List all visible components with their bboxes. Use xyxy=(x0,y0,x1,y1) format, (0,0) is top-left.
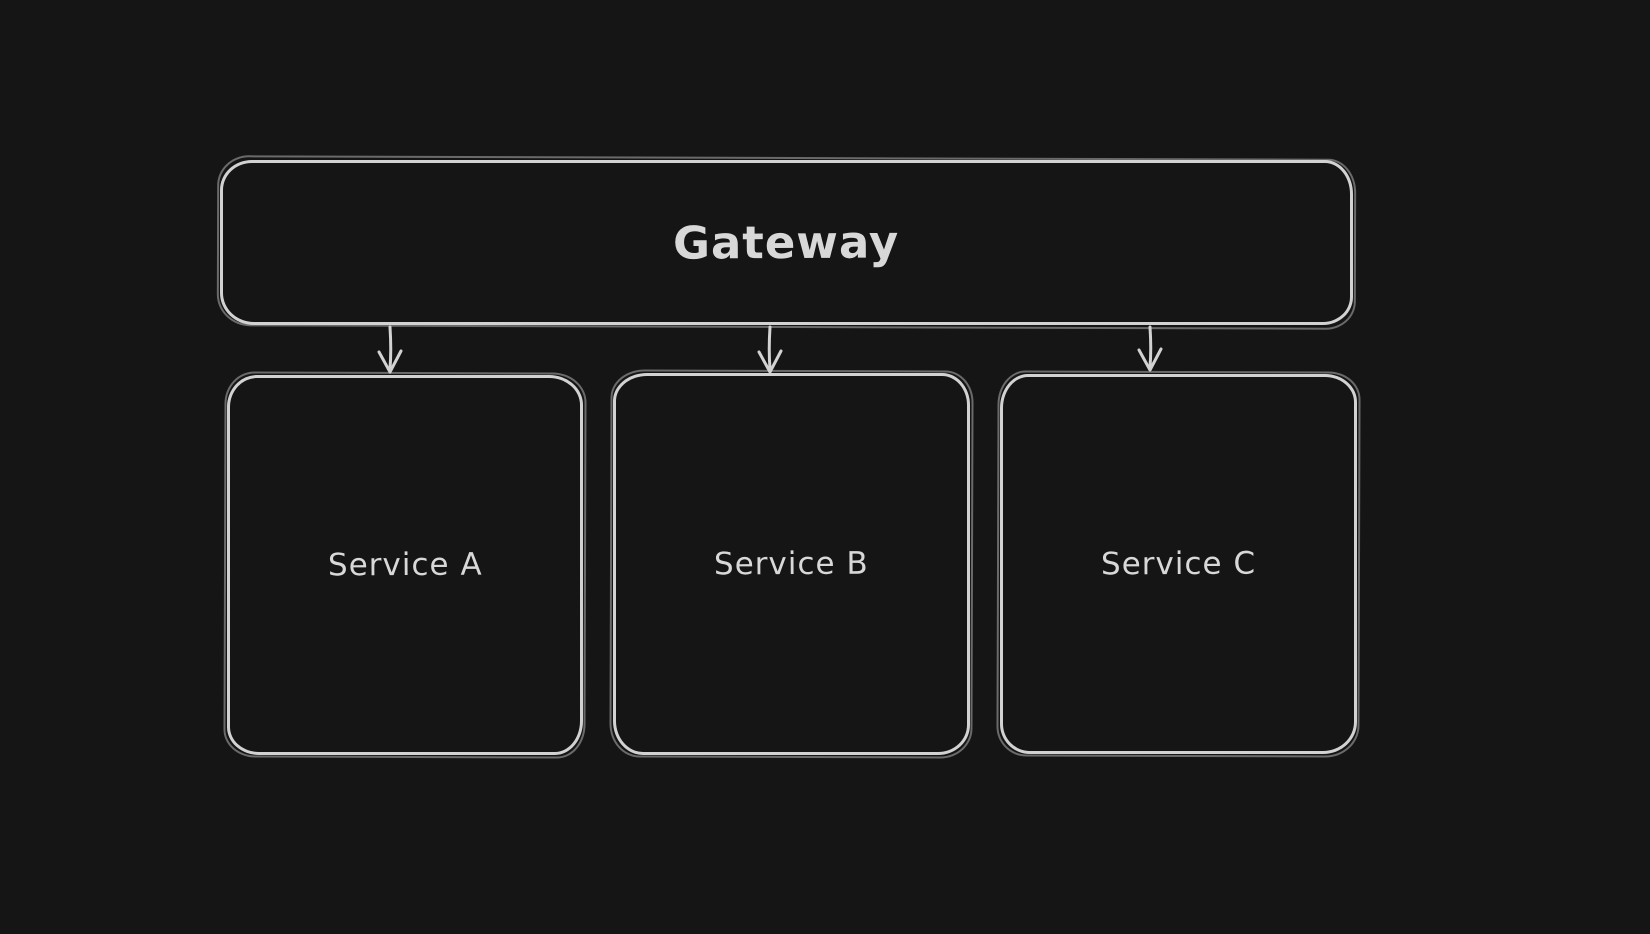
service-c-node[interactable]: Service C xyxy=(1000,374,1357,754)
service-b-node[interactable]: Service B xyxy=(613,373,970,755)
arrow-gateway-to-service-a[interactable] xyxy=(377,325,403,374)
gateway-node[interactable]: Gateway xyxy=(220,160,1353,325)
service-a-node-label: Service A xyxy=(327,546,483,584)
arrow-gateway-to-service-c[interactable] xyxy=(1137,325,1163,372)
gateway-node-label: Gateway xyxy=(673,215,900,270)
service-b-node-label: Service B xyxy=(714,545,869,583)
service-a-node[interactable]: Service A xyxy=(227,375,583,755)
arrow-gateway-to-service-b[interactable] xyxy=(757,325,783,374)
service-c-node-label: Service C xyxy=(1100,545,1257,583)
